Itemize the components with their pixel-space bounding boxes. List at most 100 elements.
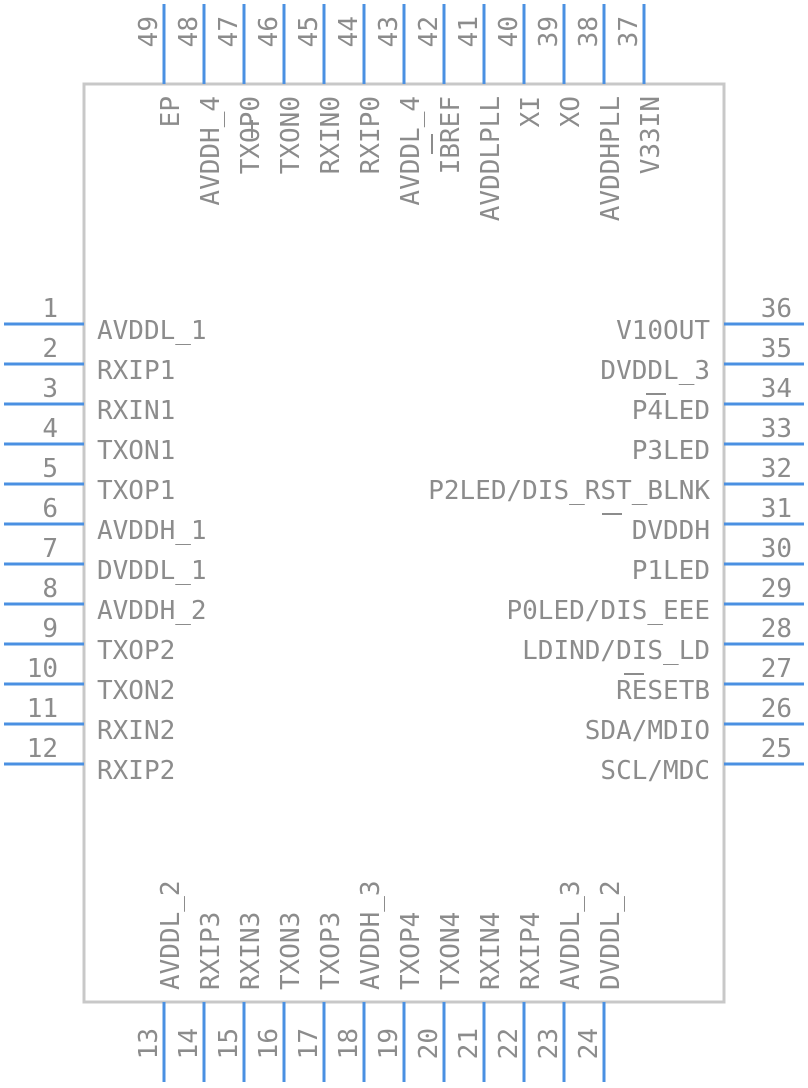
pin-13-label: AVDDL_2 xyxy=(156,880,186,990)
pin-37-number: 37 xyxy=(614,16,644,47)
pin-46-label: TXON0 xyxy=(276,96,306,174)
pin-1-number: 1 xyxy=(42,294,58,324)
pin-24-label: DVDDL_2 xyxy=(596,880,626,990)
pin-25-label: SCL/MDC xyxy=(600,756,710,786)
pin-30-number: 30 xyxy=(761,534,792,564)
pin-8-number: 8 xyxy=(42,574,58,604)
pin-3-number: 3 xyxy=(42,374,58,404)
pin-21-number: 21 xyxy=(454,1028,484,1059)
pin-43-label: AVDDL_4 xyxy=(396,96,426,206)
pin-4-label: TXON1 xyxy=(97,436,175,466)
pin-23-number: 23 xyxy=(534,1028,564,1059)
pin-15-label: RXIN3 xyxy=(236,912,266,990)
pin-29-label: P0LED/DIS_EEE xyxy=(507,596,711,626)
pin-33-label: P3LED xyxy=(632,436,710,466)
pin-39-number: 39 xyxy=(534,16,564,47)
pin-2-number: 2 xyxy=(42,334,58,364)
pin-19-number: 19 xyxy=(374,1028,404,1059)
pin-42-label: IBREF xyxy=(436,96,466,174)
pin-18-avddh-3: 18 AVDDH_3 xyxy=(334,880,386,1082)
overbars-layer xyxy=(251,120,666,675)
pin-7-label: DVDDL_1 xyxy=(97,556,207,586)
pins-layer: 1AVDDL_12RXIP13RXIN14TXON15TXOP16AVDDH_1… xyxy=(4,4,804,1082)
pin-32-label: P2LED/DIS_RST_BLNK xyxy=(428,476,710,506)
pin-21-rxin4: 21 RXIN4 xyxy=(454,912,506,1082)
pin-20-label: TXON4 xyxy=(436,912,466,990)
pin-45-label: RXIN0 xyxy=(316,96,346,174)
pin-37-label: V33IN xyxy=(636,96,666,174)
pin-4-number: 4 xyxy=(42,414,58,444)
pin-16-number: 16 xyxy=(254,1028,284,1059)
pin-13-number: 13 xyxy=(134,1028,164,1059)
pin-40-label: XI xyxy=(516,96,546,127)
pin-8-label: AVDDH_2 xyxy=(97,596,207,626)
pin-14-label: RXIP3 xyxy=(196,912,226,990)
pin-39-label: XO xyxy=(556,96,586,127)
pin-13-avddl-2: 13 AVDDL_2 xyxy=(134,880,186,1082)
pin-20-txon4: 20 TXON4 xyxy=(414,912,466,1082)
pin-36-number: 36 xyxy=(761,294,792,324)
pin-1-label: AVDDL_1 xyxy=(97,316,207,346)
pin-42-number: 42 xyxy=(414,16,444,47)
pin-6-label: AVDDH_1 xyxy=(97,516,207,546)
pin-45-number: 45 xyxy=(294,16,324,47)
pin-31-number: 31 xyxy=(761,494,792,524)
pin-20-number: 20 xyxy=(414,1028,444,1059)
pin-29-number: 29 xyxy=(761,574,792,604)
pin-34-number: 34 xyxy=(761,374,792,404)
pin-35-number: 35 xyxy=(761,334,792,364)
pin-23-label: AVDDL_3 xyxy=(556,880,586,990)
pin-2-label: RXIP1 xyxy=(97,356,175,386)
pin-41-label: AVDDLPLL xyxy=(476,96,506,221)
pin-49-label: EP xyxy=(156,96,186,127)
pin-15-number: 15 xyxy=(214,1028,244,1059)
pin-10-label: TXON2 xyxy=(97,676,175,706)
pin-18-label: AVDDH_3 xyxy=(356,880,386,990)
pin-38-label: AVDDHPLL xyxy=(596,96,626,221)
pin-17-number: 17 xyxy=(294,1028,324,1059)
pin-48-number: 48 xyxy=(174,16,204,47)
pin-27-number: 27 xyxy=(761,654,792,684)
pin-44-number: 44 xyxy=(334,16,364,47)
pin-33-number: 33 xyxy=(761,414,792,444)
pin-38-number: 38 xyxy=(574,16,604,47)
pin-40-number: 40 xyxy=(494,16,524,47)
pin-25-number: 25 xyxy=(761,734,792,764)
pin-18-number: 18 xyxy=(334,1028,364,1059)
pin-12-label: RXIP2 xyxy=(97,756,175,786)
pin-22-label: RXIP4 xyxy=(516,912,546,990)
pin-11-label: RXIN2 xyxy=(97,716,175,746)
pin-43-number: 43 xyxy=(374,16,404,47)
pin-48-label: AVDDH_4 xyxy=(196,96,226,206)
pin-14-rxip3: 14 RXIP3 xyxy=(174,912,226,1082)
pin-14-number: 14 xyxy=(174,1028,204,1059)
pin-21-label: RXIN4 xyxy=(476,912,506,990)
